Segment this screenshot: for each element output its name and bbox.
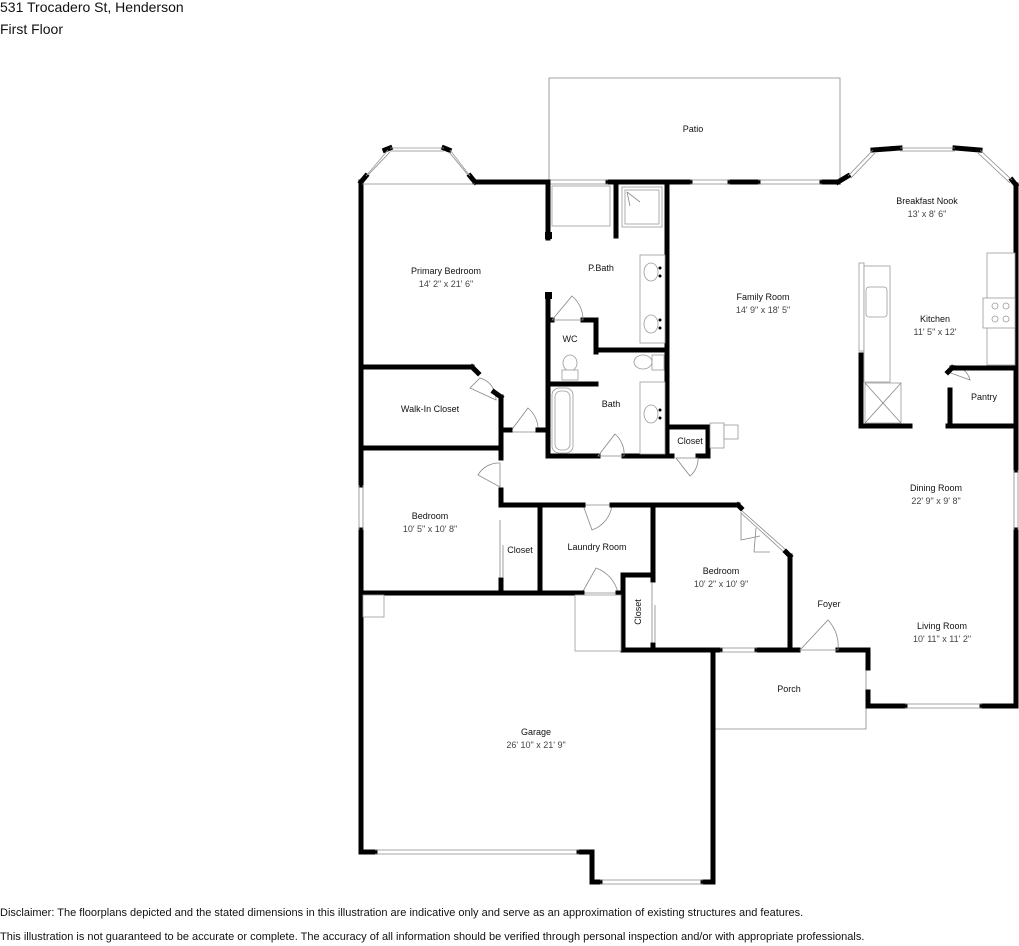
exterior-walls (358, 145, 1019, 885)
floor-label: First Floor (0, 21, 63, 37)
foyer-label: Foyer (817, 599, 840, 609)
p-bath-label: P.Bath (588, 263, 614, 273)
bath-label: Bath (602, 399, 621, 409)
disclaimer-line-1: Disclaimer: The floorplans depicted and … (0, 907, 804, 919)
bedroom-1-dims: 10' 5" x 10' 8" (403, 524, 457, 534)
garage-dims: 26' 10" x 21' 9" (506, 740, 565, 750)
pantry-label: Pantry (971, 392, 998, 402)
breakfast-nook-label: Breakfast Nook (896, 196, 958, 206)
family-room-label: Family Room (736, 292, 789, 302)
bedroom-2-dims: 10' 2" x 10' 9" (694, 579, 748, 589)
breakfast-nook-dims: 13' x 8' 6" (908, 209, 947, 219)
patio-area (548, 77, 841, 180)
bedroom-2-label: Bedroom (703, 566, 740, 576)
hall-closet-label: Closet (677, 436, 703, 446)
primary-bedroom-dims: 14' 2" x 21' 6" (419, 279, 473, 289)
bedroom-1-label: Bedroom (412, 511, 449, 521)
doors (469, 295, 971, 651)
porch-label: Porch (777, 684, 801, 694)
bath-fixtures (551, 185, 666, 455)
garage-label: Garage (521, 727, 551, 737)
wc-label: WC (563, 334, 578, 344)
dining-room-dims: 22' 9" x 9' 8" (911, 496, 960, 506)
kitchen-dims: 11' 5" x 12' (914, 327, 957, 337)
bedroom-laundry-walls (358, 485, 794, 653)
closet-walls (358, 363, 551, 461)
porch-area (715, 652, 867, 730)
patio-label: Patio (683, 124, 704, 134)
room-labels: Patio Primary Bedroom 14' 2" x 21' 6" P.… (401, 124, 998, 750)
walk-in-closet-label: Walk-In Closet (401, 404, 460, 414)
bottom-windows (375, 647, 982, 885)
laundry-room-label: Laundry Room (567, 542, 626, 552)
family-room-dims: 14' 9" x 18' 5" (736, 305, 790, 315)
bedroom-2-closet-label: Closet (633, 599, 643, 625)
dining-room-label: Dining Room (910, 483, 962, 493)
primary-bedroom-label: Primary Bedroom (411, 266, 481, 276)
bedroom-1-closet-label: Closet (507, 545, 533, 555)
living-room-label: Living Room (917, 621, 967, 631)
property-address: 531 Trocadero St, Henderson (0, 0, 184, 15)
kitchen-label: Kitchen (920, 314, 950, 324)
disclaimer-line-2: This illustration is not guaranteed to b… (0, 931, 865, 943)
primary-bay-window (357, 144, 479, 186)
living-room-dims: 10' 11" x 11' 2" (913, 634, 971, 644)
nook-bay-window (548, 147, 1013, 185)
kitchen-fixtures (858, 252, 1019, 530)
